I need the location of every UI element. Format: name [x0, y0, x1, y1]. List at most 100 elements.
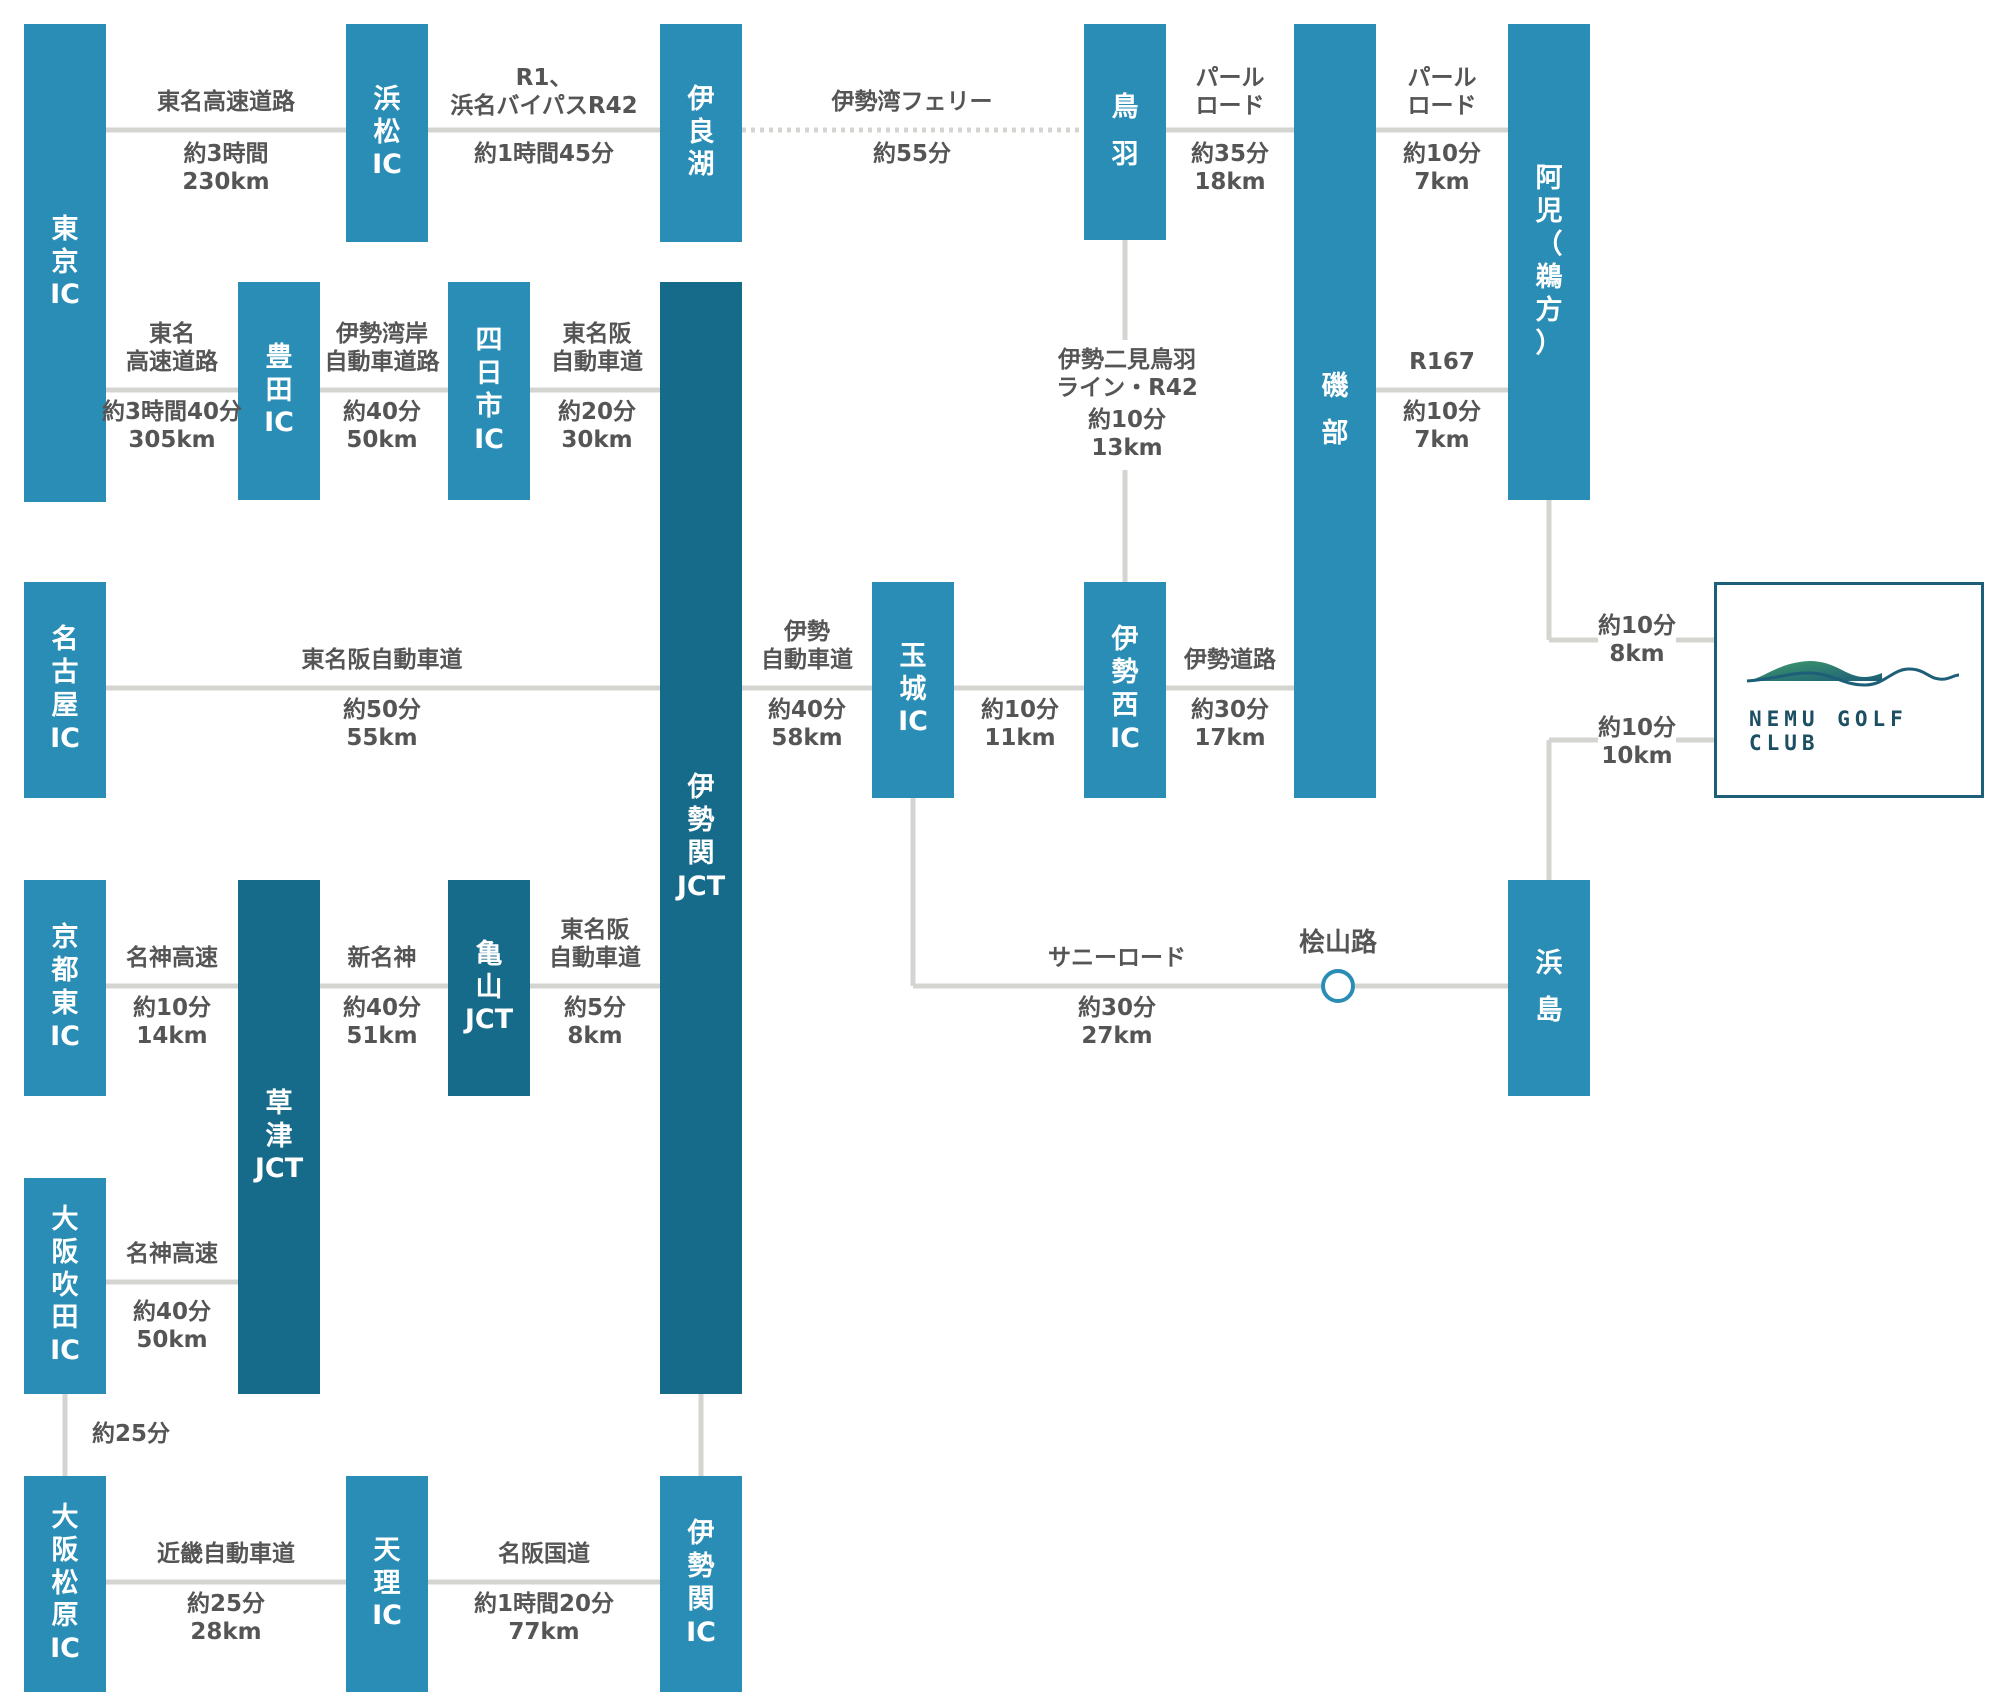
- route-road-name: R167: [1409, 349, 1475, 375]
- node-osakasuita-text: 大: [51, 1203, 79, 1235]
- node-kusatsu-text: 津: [265, 1120, 293, 1152]
- destination-box: NEMU GOLF CLUB: [1714, 582, 1984, 798]
- node-iseseki_ic-text: 関: [687, 1584, 715, 1615]
- node-nagoya-text: 名: [51, 624, 79, 656]
- node-tamaki-text: 城: [899, 673, 927, 705]
- node-osakamatsubara-text: 阪: [51, 1534, 79, 1566]
- node-kameyama-text: JCT: [464, 1004, 514, 1036]
- route-road-name: 伊勢二見鳥羽 ライン・R42: [1056, 347, 1198, 402]
- route-distance: 11km: [984, 725, 1056, 752]
- node-tenri-text: 天: [373, 1534, 401, 1566]
- node-isenishi-text: 西: [1111, 690, 1139, 721]
- route-time: 約25分: [91, 1421, 171, 1447]
- route-road-name: 東名阪自動車道: [301, 647, 463, 673]
- node-osakamatsubara-text: IC: [50, 1633, 80, 1665]
- route-time: 約30分: [1077, 995, 1157, 1021]
- node-ago-text: （: [1535, 229, 1563, 261]
- node-irago-text: 伊: [687, 83, 715, 115]
- route-distance: 28km: [190, 1619, 262, 1646]
- node-kusatsu-text: JCT: [254, 1153, 304, 1185]
- route-time-distance: 約25分: [92, 1420, 170, 1448]
- route-distance: 77km: [508, 1619, 580, 1646]
- route-distance: 50km: [346, 427, 418, 454]
- node-iseseki_ic-text: 勢: [687, 1551, 715, 1583]
- route-time: 約1時間20分: [473, 1591, 615, 1617]
- node-nagoya-text: IC: [50, 722, 80, 754]
- node-isobe: 磯部: [1294, 24, 1376, 798]
- node-hamamatsu-text: IC: [372, 149, 402, 181]
- route-distance: 8km: [567, 1023, 623, 1050]
- route-time: 約10分: [1087, 407, 1167, 433]
- route-distance: 51km: [346, 1023, 418, 1050]
- node-osakamatsubara-text: 原: [51, 1600, 79, 1632]
- route-distance: 17km: [1194, 725, 1266, 752]
- waypoint-label: 桧山路: [1298, 928, 1378, 958]
- node-ago-text: 方: [1535, 294, 1563, 326]
- route-time: 約35分: [1190, 141, 1270, 167]
- node-ago-text: 児: [1535, 196, 1563, 228]
- node-tamaki-text: 玉: [899, 640, 927, 672]
- node-hamamatsu-text: 浜: [373, 83, 401, 115]
- route-distance: 27km: [1081, 1023, 1153, 1050]
- node-toyota-text: IC: [264, 407, 294, 439]
- route-time: 約10分: [1597, 613, 1677, 639]
- route-road-name: 伊勢 自動車道: [761, 619, 853, 674]
- route-road-name: 東名 高速道路: [126, 321, 218, 376]
- node-yokkaichi-text: 市: [475, 391, 503, 422]
- route-time-distance: 約1時間45分: [474, 140, 614, 168]
- route-distance: 8km: [1609, 641, 1665, 668]
- route-time: 約5分: [563, 995, 627, 1021]
- route-time: 約30分: [1190, 697, 1270, 723]
- route-road-name: 東名阪 自動車道: [551, 321, 643, 376]
- route-road-name: 東名高速道路: [157, 89, 295, 115]
- node-ago-text: 鵜: [1535, 262, 1563, 293]
- node-irago-text: 良: [687, 116, 715, 148]
- route-time: 約3時間: [183, 141, 269, 167]
- route-road-name: 新名神: [347, 945, 417, 971]
- route-road-name: 名阪国道: [498, 1541, 590, 1567]
- node-osakamatsubara-text: 松: [51, 1567, 79, 1599]
- node-isenishi-text: IC: [1110, 722, 1140, 754]
- route-time: 約10分: [1597, 715, 1677, 741]
- route-time: 約3時間40分: [101, 399, 243, 425]
- node-ago: 阿児（鵜方）: [1508, 24, 1590, 500]
- route-distance: 18km: [1194, 169, 1266, 196]
- node-iseseki_jct-text: 関: [687, 838, 715, 869]
- node-isenishi-text: 伊: [1111, 624, 1139, 656]
- route-road-name: 名神高速: [126, 1241, 218, 1267]
- node-tamaki-text: IC: [898, 706, 928, 738]
- node-nagoya-text: 古: [51, 657, 79, 689]
- waypoint-marker: [1321, 969, 1355, 1003]
- node-osakasuita-text: 吹: [51, 1269, 79, 1301]
- destination-name: NEMU GOLF CLUB: [1749, 707, 1908, 755]
- node-tenri-text: IC: [372, 1600, 402, 1632]
- node-yokkaichi-text: 日: [475, 358, 503, 390]
- node-yokkaichi-text: 四: [475, 325, 503, 357]
- node-isenishi-text: 勢: [1111, 657, 1139, 689]
- route-time: 約40分: [767, 697, 847, 723]
- route-time: 約40分: [342, 995, 422, 1021]
- logo-wave-icon: [1746, 661, 1960, 687]
- route-road-name: 名神高速: [126, 945, 218, 971]
